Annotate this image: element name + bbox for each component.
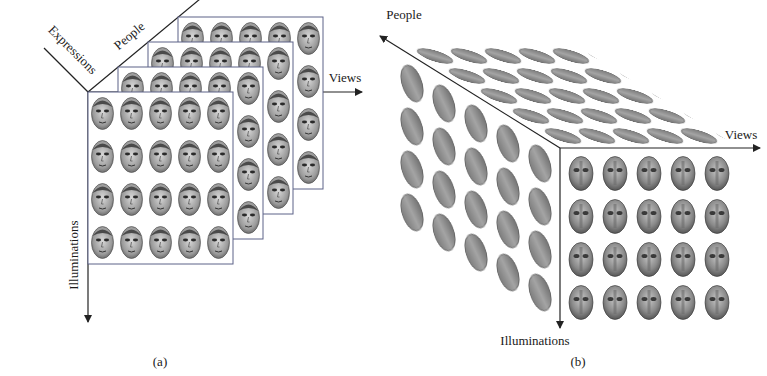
panel-label: (a)	[153, 355, 167, 369]
axis-label: Views	[329, 71, 361, 85]
axis-label: Illuminations	[67, 220, 81, 289]
axis-label: Views	[725, 128, 757, 142]
axis-label: People	[386, 8, 421, 22]
axis-label: Illuminations	[500, 334, 569, 348]
axis-label: Expressions	[45, 23, 100, 78]
axis-label: People	[112, 19, 148, 53]
panel-label: (b)	[570, 355, 585, 369]
